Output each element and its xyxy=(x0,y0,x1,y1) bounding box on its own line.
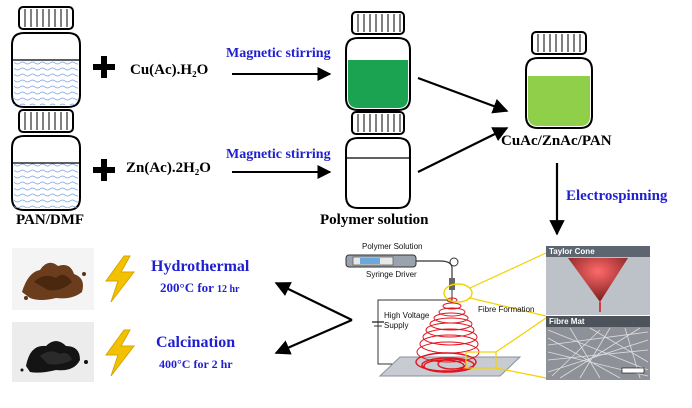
apparatus-polymer-solution-label: Polymer Solution xyxy=(362,242,423,251)
polymer-solution-label: Polymer solution xyxy=(320,212,429,228)
plus-icon xyxy=(93,56,115,78)
zn-solution-jar xyxy=(345,111,411,209)
lightning-icon xyxy=(105,329,136,377)
hydrothermal-conditions: 200°C for 12 hr xyxy=(160,280,239,296)
to-hydrothermal-arrow xyxy=(274,282,353,321)
syringe-driver-label: Syringe Driver xyxy=(366,270,417,279)
taylor-cone-image xyxy=(546,246,650,315)
merge-arrow-top xyxy=(417,76,509,114)
calcination-product-photo xyxy=(12,322,94,382)
electrospinning-setup xyxy=(345,252,547,379)
pan-dmf-jar-bottom xyxy=(11,109,81,211)
fibre-mat-image xyxy=(546,316,650,380)
plus-icon xyxy=(93,159,115,181)
mixed-solution-jar xyxy=(525,31,593,129)
hydrothermal-temp: 200°C for xyxy=(160,280,217,295)
hydrothermal-time: 12 hr xyxy=(216,284,240,295)
supply-label: Supply xyxy=(384,321,409,330)
lightning-icon xyxy=(105,255,136,303)
pan-dmf-label: PAN/DMF xyxy=(16,212,85,228)
cuac-znac-pan-label: CuAc/ZnAc/PAN xyxy=(501,133,612,149)
fibre-formation-label: Fibre Formation xyxy=(478,305,535,314)
hydrothermal-product-photo xyxy=(12,248,94,310)
merge-arrow-bottom xyxy=(417,127,509,173)
electrospinning-label: Electrospinning xyxy=(566,188,668,204)
collector-plate xyxy=(378,356,522,377)
zn-acetate-label: Zn(Ac).2H₂O xyxy=(126,160,211,176)
pan-dmf-jar-top xyxy=(11,6,81,108)
calcination-label: Calcination xyxy=(156,334,236,351)
hydrothermal-label: Hydrothermal xyxy=(151,258,250,275)
cu-solution-jar xyxy=(345,11,411,111)
cu-acetate-label: Cu(Ac).H₂O xyxy=(130,62,209,78)
stirring-label-top: Magnetic stirring xyxy=(226,46,331,61)
high-voltage-label: High Voltage xyxy=(384,311,430,320)
taylor-cone-label: Taylor Cone xyxy=(549,247,595,256)
to-calcination-arrow xyxy=(274,318,353,355)
stirring-label-bottom: Magnetic stirring xyxy=(226,147,331,162)
calcination-conditions: 400°C for 2 hr xyxy=(159,357,233,371)
fibre-mat-label: Fibre Mat xyxy=(549,317,585,326)
